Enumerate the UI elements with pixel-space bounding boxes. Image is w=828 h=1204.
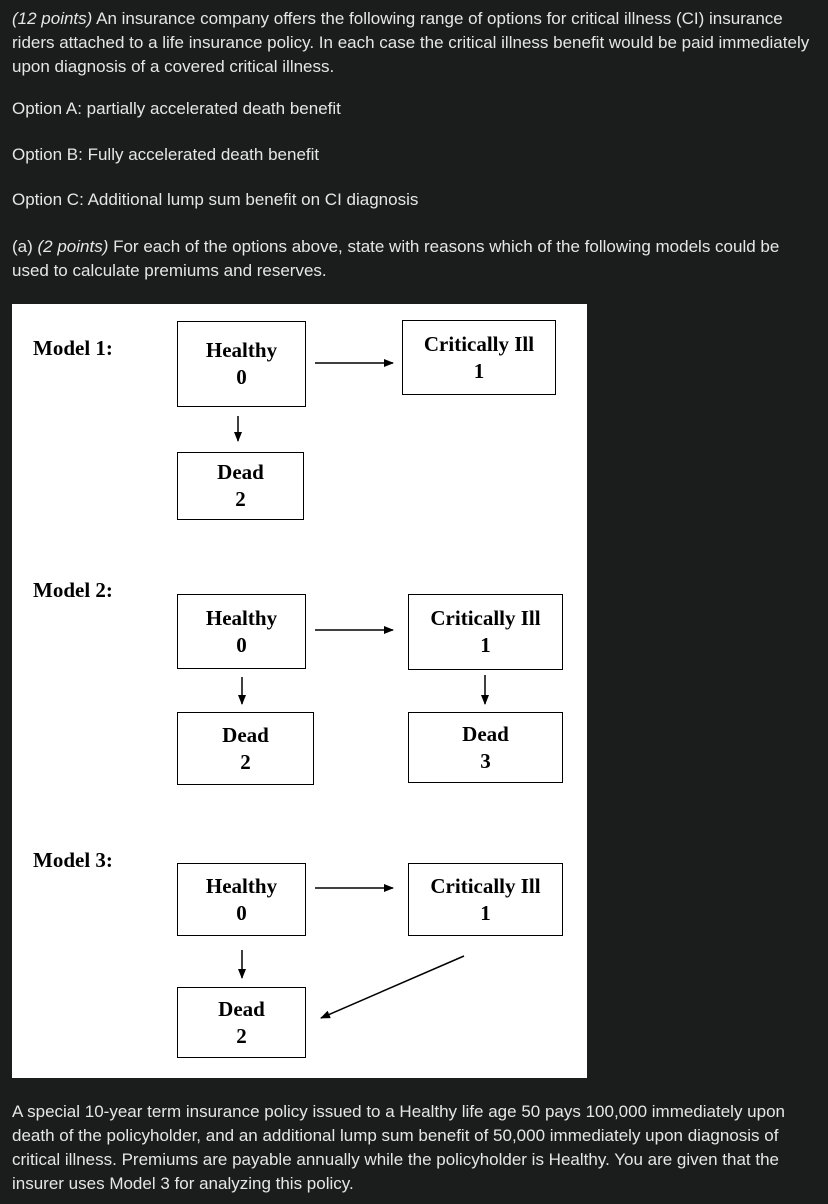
m2-ill-name: Critically Ill: [430, 606, 541, 630]
m3-ill-num: 1: [480, 900, 491, 925]
option-b: Option B: Fully accelerated death benefi…: [12, 145, 320, 164]
m3-ill-state: Critically Ill 1: [408, 863, 563, 936]
m2-dead-healthy-num: 2: [240, 749, 251, 774]
m2-dead-ill-name: Dead: [462, 721, 509, 746]
m1-dead-state: Dead 2: [177, 452, 304, 520]
question-a-prefix: (a): [12, 237, 38, 256]
m2-healthy-state: Healthy 0: [177, 594, 306, 669]
m3-healthy-num: 0: [236, 900, 247, 925]
m3-healthy-name: Healthy: [205, 873, 278, 898]
m2-dead-from-healthy-state: Dead 2: [177, 712, 314, 785]
m3-dead-name: Dead: [218, 996, 265, 1021]
intro-paragraph: (12 points) An insurance company offers …: [12, 7, 817, 79]
transition-arrows: [234, 359, 489, 1019]
m2-dead-ill-num: 3: [480, 748, 491, 773]
m2-healthy-name: Healthy: [205, 605, 278, 630]
m3-arrow-ill-dead: [320, 955, 465, 1019]
model-1-label: Model 1:: [33, 336, 113, 360]
m1-healthy-state: Healthy 0: [177, 321, 306, 407]
option-a: Option A: partially accelerated death be…: [12, 99, 341, 118]
m1-healthy-name: Healthy: [205, 338, 278, 362]
m3-ill-name: Critically Ill: [430, 873, 541, 898]
question-a: (a) (2 points) For each of the options a…: [12, 235, 817, 283]
m1-ill-name: Critically Ill: [423, 331, 535, 356]
m1-dead-name: Dead: [217, 460, 264, 484]
option-c: Option C: Additional lump sum benefit on…: [12, 190, 419, 209]
models-diagram: Model 1: Healthy 0 Critically Ill 1 Dead…: [12, 304, 587, 1078]
m1-dead-num: 2: [235, 487, 246, 511]
m3-dead-num: 2: [236, 1023, 247, 1048]
m3-healthy-state: Healthy 0: [177, 863, 306, 936]
m1-ill-state: Critically Ill 1: [402, 320, 556, 395]
m2-ill-state: Critically Ill 1: [408, 594, 563, 670]
question-a-text: For each of the options above, state wit…: [12, 237, 780, 280]
m2-ill-num: 1: [480, 633, 491, 657]
model-2-label: Model 2:: [33, 578, 113, 602]
model-3-label: Model 3:: [33, 848, 113, 872]
closing-paragraph: A special 10-year term insurance policy …: [12, 1102, 785, 1193]
m3-dead-state: Dead 2: [177, 987, 306, 1058]
intro-text: An insurance company offers the followin…: [12, 9, 810, 76]
m1-healthy-num: 0: [236, 365, 247, 389]
question-a-points: (2 points): [37, 237, 109, 256]
m2-dead-healthy-name: Dead: [222, 722, 269, 747]
m2-healthy-num: 0: [236, 632, 247, 657]
m2-dead-from-ill-state: Dead 3: [408, 712, 563, 783]
intro-points: (12 points): [12, 9, 93, 28]
m1-ill-num: 1: [473, 358, 485, 383]
